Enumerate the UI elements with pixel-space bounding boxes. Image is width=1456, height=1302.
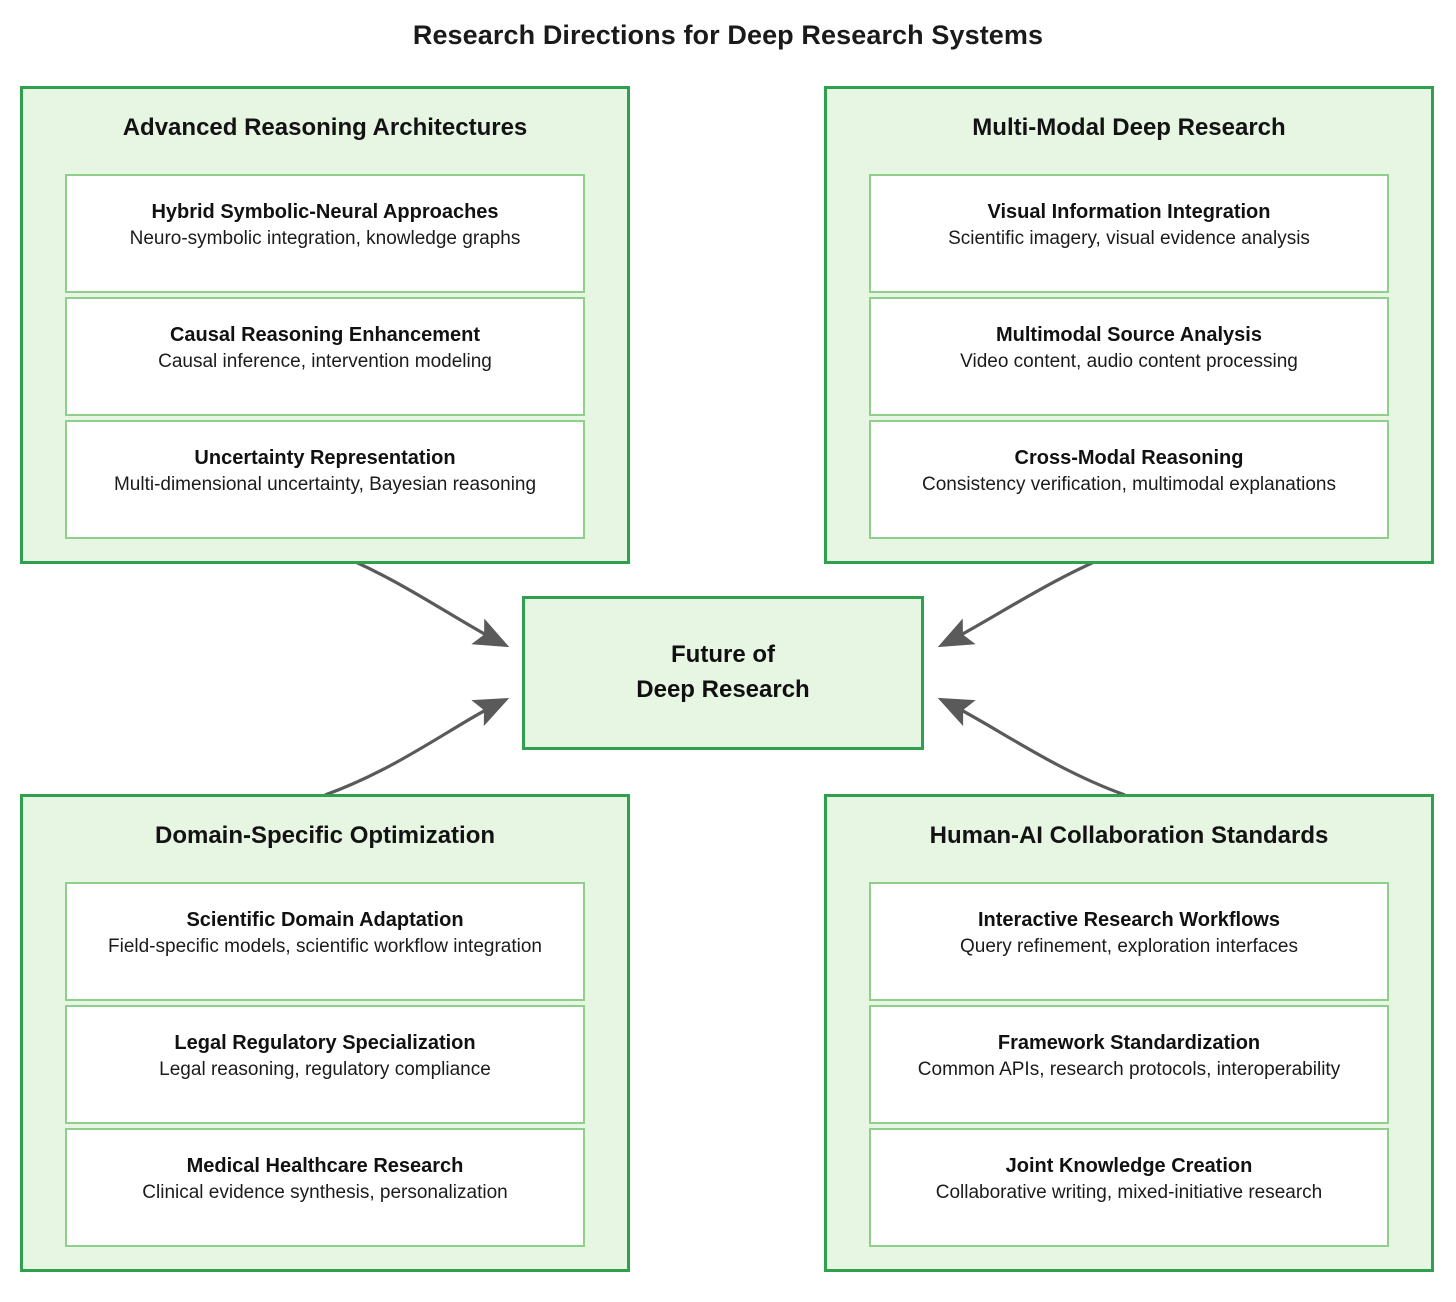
item-description: Legal reasoning, regulatory compliance <box>159 1058 491 1080</box>
edge-human-ai-to-center <box>937 697 1126 797</box>
item-description: Query refinement, exploration interfaces <box>960 935 1298 957</box>
edge-domain-specific-to-center <box>324 697 510 797</box>
item-description: Common APIs, research protocols, interop… <box>917 1058 1341 1080</box>
cluster-title: Domain-Specific Optimization <box>154 822 496 849</box>
item-box[interactable]: Visual Information Integration Scientifi… <box>869 174 1389 293</box>
item-title: Joint Knowledge Creation <box>1005 1155 1253 1178</box>
cluster-multi-modal-deep-research[interactable]: Multi-Modal Deep Research Visual Informa… <box>824 86 1434 564</box>
item-title: Framework Standardization <box>997 1032 1261 1055</box>
item-box[interactable]: Hybrid Symbolic-Neural Approaches Neuro-… <box>65 174 585 293</box>
cluster-items: Visual Information Integration Scientifi… <box>869 174 1389 539</box>
item-title: Uncertainty Representation <box>194 447 456 470</box>
item-title: Medical Healthcare Research <box>186 1155 464 1178</box>
item-title: Cross-Modal Reasoning <box>1014 447 1244 470</box>
item-title: Scientific Domain Adaptation <box>186 909 464 932</box>
item-box[interactable]: Uncertainty Representation Multi-dimensi… <box>65 420 585 539</box>
center-node-line-1: Future of <box>671 641 775 669</box>
item-description: Consistency verification, multimodal exp… <box>922 473 1336 495</box>
item-box[interactable]: Framework Standardization Common APIs, r… <box>869 1005 1389 1124</box>
item-box[interactable]: Scientific Domain Adaptation Field-speci… <box>65 882 585 1001</box>
item-box[interactable]: Cross-Modal Reasoning Consistency verifi… <box>869 420 1389 539</box>
cluster-title: Multi-Modal Deep Research <box>972 114 1286 141</box>
item-title: Hybrid Symbolic-Neural Approaches <box>151 201 499 224</box>
item-box[interactable]: Interactive Research Workflows Query ref… <box>869 882 1389 1001</box>
cluster-items: Interactive Research Workflows Query ref… <box>869 882 1389 1247</box>
center-node-line-2: Deep Research <box>636 676 810 703</box>
cluster-items: Scientific Domain Adaptation Field-speci… <box>65 882 585 1247</box>
cluster-items: Hybrid Symbolic-Neural Approaches Neuro-… <box>65 174 585 539</box>
cluster-domain-specific-optimization[interactable]: Domain-Specific Optimization Scientific … <box>20 794 630 1272</box>
item-description: Multi-dimensional uncertainty, Bayesian … <box>113 473 537 495</box>
cluster-title: Advanced Reasoning Architectures <box>122 114 528 141</box>
item-box[interactable]: Multimodal Source Analysis Video content… <box>869 297 1389 416</box>
cluster-advanced-reasoning-architectures[interactable]: Advanced Reasoning Architectures Hybrid … <box>20 86 630 564</box>
item-title: Visual Information Integration <box>987 201 1271 224</box>
item-title: Legal Regulatory Specialization <box>174 1032 476 1055</box>
page-title: Research Directions for Deep Research Sy… <box>412 20 1044 50</box>
cluster-title: Human-AI Collaboration Standards <box>929 822 1329 849</box>
item-description: Neuro-symbolic integration, knowledge gr… <box>129 227 521 249</box>
item-description: Clinical evidence synthesis, personaliza… <box>142 1181 508 1203</box>
item-description: Collaborative writing, mixed-initiative … <box>935 1181 1323 1203</box>
item-box[interactable]: Causal Reasoning Enhancement Causal infe… <box>65 297 585 416</box>
item-title: Multimodal Source Analysis <box>996 324 1262 347</box>
item-box[interactable]: Legal Regulatory Specialization Legal re… <box>65 1005 585 1124</box>
item-description: Video content, audio content processing <box>960 350 1298 372</box>
item-description: Scientific imagery, visual evidence anal… <box>948 227 1310 249</box>
item-box[interactable]: Medical Healthcare Research Clinical evi… <box>65 1128 585 1247</box>
item-title: Interactive Research Workflows <box>978 909 1280 932</box>
item-description: Field-specific models, scientific workfl… <box>108 935 542 957</box>
item-description: Causal inference, intervention modeling <box>158 350 492 372</box>
item-title: Causal Reasoning Enhancement <box>169 324 481 347</box>
item-box[interactable]: Joint Knowledge Creation Collaborative w… <box>869 1128 1389 1247</box>
cluster-human-ai-collaboration-standards[interactable]: Human-AI Collaboration Standards Interac… <box>824 794 1434 1272</box>
center-node-future-of-deep-research[interactable]: Future of Deep Research <box>522 596 924 750</box>
